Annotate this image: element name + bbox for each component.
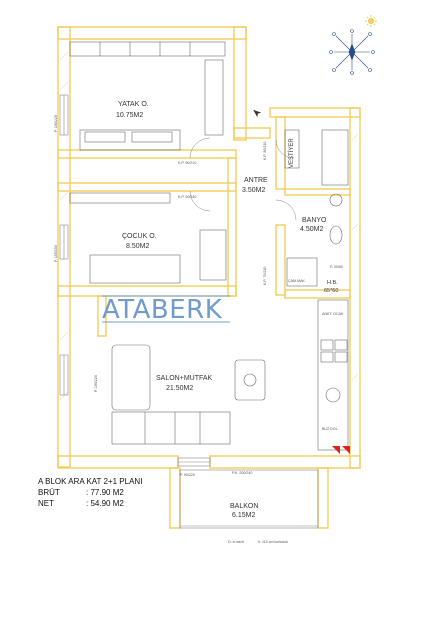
brut-row: BRÜT : 77.90 M2 [38,487,142,498]
svg-text:D: a merit: D: a merit [228,540,244,544]
svg-text:P. 30/80: P. 30/80 [330,265,343,269]
room-salon-area: 21.50M2 [166,385,193,392]
room-antre-area: 3.50M2 [242,187,265,194]
furniture [69,41,349,451]
room-hb-area: 65*60 [324,288,338,294]
svg-text:P. 190/220: P. 190/220 [54,115,58,132]
door-swings [189,137,297,221]
svg-text:ANKT. OCAK: ANKT. OCAK [322,312,344,316]
svg-text:K.P. 90/240: K.P. 90/240 [178,195,196,199]
room-balkon-name: BALKON [230,503,258,510]
brut-value: : 77.90 M2 [86,488,124,497]
room-antre-name: ANTRE [244,177,268,184]
room-cocuk-name: ÇOCUK O. [122,233,157,240]
room-hb-name: H.B. [327,280,338,286]
plan-title: A BLOK ARA KAT 2+1 PLANI [38,477,143,486]
net-label: NET [38,499,54,508]
svg-text:K.P. 80/210: K.P. 80/210 [263,142,267,160]
room-banyo-name: BANYO [302,217,327,224]
net-row: NET : 54.90 M2 [38,498,142,509]
svg-text:P. 150/150: P. 150/150 [54,245,58,262]
wall-hatch [59,51,359,401]
sun-icon [365,15,377,27]
svg-text:K.P. 90/210: K.P. 90/210 [178,161,196,165]
windows [59,94,211,467]
svg-text:P.K. 200/240: P.K. 200/240 [232,471,252,475]
room-vestiyer-name: VESTİYER [288,138,295,168]
balcony-outline [179,469,319,529]
company-logo: ATABERK [102,295,223,325]
red-markers [332,446,350,454]
room-salon-name: SALON+MUTFAK [156,375,213,382]
svg-text:P. 90/220: P. 90/220 [180,473,195,477]
brut-label: BRÜT [38,488,60,497]
annotations: P. 190/220 P. 150/150 P. 190/220 K.P. 90… [54,115,344,544]
svg-text:ÇAM.MAK.: ÇAM.MAK. [288,279,306,283]
plan-info: A BLOK ARA KAT 2+1 PLANI BRÜT: 77.90 M2 … [38,476,142,509]
net-value: : 54.90 M2 [86,499,124,508]
room-yatak-name: YATAK O. [118,101,149,108]
svg-text:h: 110 cm korkuluk: h: 110 cm korkuluk [258,540,288,544]
room-cocuk-area: 8.50M2 [126,243,149,250]
svg-text:BUZ.DOL.: BUZ.DOL. [322,427,339,431]
room-yatak-area: 10.75M2 [116,112,143,119]
room-banyo-area: 4.50M2 [300,226,323,233]
room-balkon-area: 6.15M2 [232,512,255,519]
north-arrow-icon [253,109,262,118]
svg-text:P. 190/220: P. 190/220 [94,375,98,392]
svg-text:K.P. 70/210: K.P. 70/210 [263,267,267,285]
walls [57,26,361,529]
compass-rose-icon [329,29,375,75]
